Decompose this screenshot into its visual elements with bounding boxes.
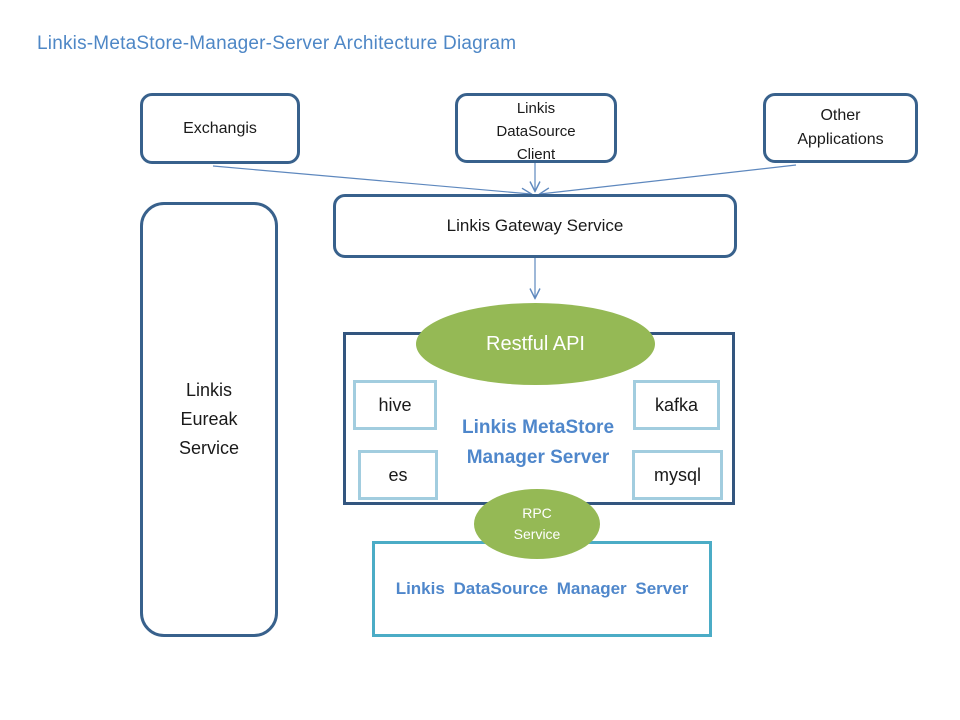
node-linkis-eureak-service-line3: Service (178, 438, 240, 458)
node-rpc-service: RPC Service (474, 489, 600, 559)
node-es: es (358, 450, 438, 500)
node-restful-api-label: Restful API (486, 332, 585, 355)
node-other-applications-line1: Other (820, 107, 861, 124)
node-hive-label: hive (378, 394, 412, 415)
node-hive: hive (353, 380, 437, 430)
node-kafka-label: kafka (654, 394, 699, 415)
node-other-applications: Other Applications (763, 93, 918, 163)
node-linkis-datasource-client-line1: Linkis (516, 100, 556, 117)
arrow-other-applications-to-gateway (540, 164, 797, 194)
node-linkis-gateway-service: Linkis Gateway Service (333, 194, 737, 258)
node-linkis-eureak-service-line2: Eureak (180, 409, 238, 429)
diagram-title: Linkis-MetaStore-Manager-Server Architec… (37, 33, 517, 54)
node-linkis-eureak-service-line1: Linkis (185, 380, 233, 400)
node-restful-api: Restful API (416, 303, 655, 385)
node-linkis-datasource-client: Linkis DataSource Client (455, 93, 617, 163)
node-linkis-datasource-client-line3: Client (516, 146, 556, 163)
node-mysql-label: mysql (653, 464, 701, 485)
node-linkis-datasource-manager-server-label: Linkis DataSource Manager Server (395, 579, 689, 598)
node-es-label: es (388, 464, 408, 485)
arrow-exchangis-to-gateway (212, 165, 531, 194)
node-rpc-service-line1: RPC (522, 505, 552, 521)
node-linkis-gateway-service-label: Linkis Gateway Service (446, 216, 624, 235)
node-rpc-service-line2: Service (513, 526, 561, 542)
node-mysql: mysql (632, 450, 723, 500)
node-exchangis-label: Exchangis (183, 119, 257, 137)
label-linkis-metastore-line1: Linkis MetaStore (461, 417, 615, 438)
label-linkis-metastore-line2: Manager Server (466, 447, 610, 468)
node-exchangis: Exchangis (140, 93, 300, 164)
label-linkis-metastore-manager-server: Linkis MetaStore Manager Server (428, 413, 648, 473)
node-linkis-eureak-service: Linkis Eureak Service (140, 202, 278, 637)
node-kafka: kafka (633, 380, 720, 430)
node-other-applications-line2: Applications (797, 131, 884, 148)
node-linkis-datasource-client-line2: DataSource (496, 123, 576, 140)
